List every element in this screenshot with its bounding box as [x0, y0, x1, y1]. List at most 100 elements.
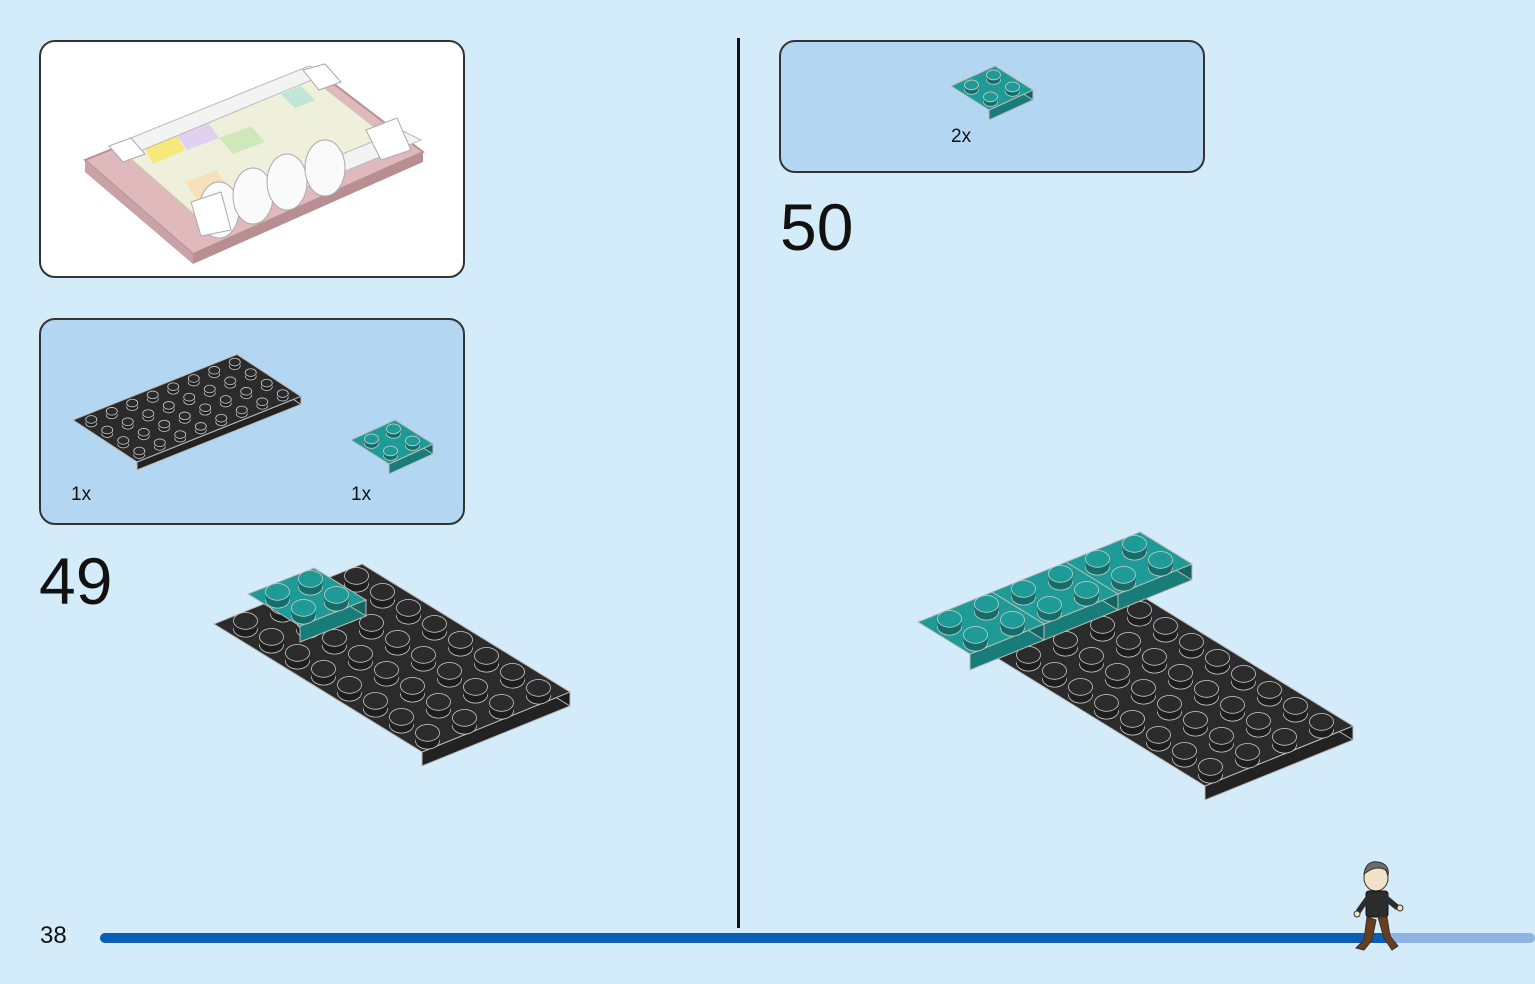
stud — [452, 709, 477, 735]
stud — [101, 425, 114, 438]
stud — [228, 357, 241, 370]
stud — [1257, 681, 1282, 707]
black-plate-part — [71, 353, 303, 471]
part-quantity-black-plate: 1x — [71, 484, 92, 505]
stud — [235, 405, 248, 418]
stud — [1209, 727, 1234, 753]
stud — [422, 615, 447, 641]
step-number-50: 50 — [780, 190, 854, 264]
stud — [364, 433, 379, 449]
page-divider — [737, 38, 740, 928]
stud — [1283, 697, 1308, 723]
stud — [1146, 726, 1171, 752]
stud — [437, 662, 462, 688]
stud — [324, 586, 349, 612]
stud — [1246, 712, 1271, 738]
stud — [215, 413, 228, 427]
stud — [348, 645, 373, 671]
stud — [1068, 678, 1093, 704]
stud — [1172, 742, 1197, 768]
stud — [121, 417, 134, 430]
stud — [194, 422, 207, 435]
stud — [219, 395, 232, 408]
black-plate-4x8-image — [71, 353, 303, 471]
stud — [146, 390, 159, 403]
teal-plate-2x2 — [246, 567, 368, 643]
stud — [415, 724, 440, 750]
part-quantity-teal-plate: 1x — [351, 484, 372, 505]
part-quantity-teal-plate: 2x — [951, 126, 972, 147]
page-number: 38 — [40, 922, 67, 949]
stud — [500, 663, 525, 689]
stud — [1272, 728, 1297, 754]
stud — [199, 403, 212, 416]
stud — [1048, 565, 1073, 591]
stud — [1183, 711, 1208, 737]
stud — [126, 398, 139, 411]
stud — [1205, 649, 1230, 675]
stud — [386, 423, 401, 439]
stud — [183, 392, 196, 406]
stud — [1179, 633, 1204, 659]
stud — [322, 629, 347, 655]
stud — [405, 435, 420, 451]
stud — [162, 401, 175, 414]
progress-fill — [100, 933, 1392, 943]
stud — [411, 646, 436, 672]
parts-callout-step-49: 1x 1x — [39, 318, 465, 525]
stud — [85, 415, 98, 428]
stud — [298, 570, 323, 596]
stud — [178, 411, 191, 424]
stud — [276, 389, 289, 402]
stud — [974, 595, 999, 621]
stud — [1153, 617, 1178, 643]
stud — [1042, 662, 1067, 688]
stud — [1148, 551, 1173, 577]
stud — [174, 430, 187, 443]
stud — [137, 428, 150, 441]
stud — [1120, 710, 1145, 736]
stud — [1142, 648, 1167, 674]
teal-plate-2x2 — [916, 591, 1046, 671]
teal-plate-2x2 — [1064, 531, 1194, 611]
stud — [142, 409, 155, 422]
stud — [105, 407, 118, 420]
teal-plate-2x2-image — [949, 65, 1035, 121]
stud — [1085, 550, 1110, 576]
stud — [233, 612, 258, 638]
stud — [963, 626, 988, 652]
stud — [240, 387, 253, 400]
stud — [363, 692, 388, 718]
stud — [526, 679, 551, 705]
stud — [1231, 665, 1256, 691]
stud — [208, 366, 221, 379]
stud — [1198, 758, 1223, 784]
stud — [1220, 696, 1245, 722]
stud — [256, 397, 269, 410]
stud — [370, 583, 395, 609]
stud — [1127, 601, 1152, 627]
stud — [1194, 680, 1219, 706]
model-preview-box — [39, 40, 465, 278]
stud — [1309, 713, 1334, 739]
step-number-49: 49 — [39, 544, 113, 618]
stud — [1053, 631, 1078, 657]
stud — [1116, 632, 1141, 658]
teal-plate-part — [349, 419, 435, 475]
minifigure-icon — [1353, 861, 1404, 951]
stud — [1037, 596, 1062, 622]
stud — [448, 631, 473, 657]
stud — [385, 630, 410, 656]
stud — [489, 694, 514, 720]
stud — [374, 661, 399, 687]
stud — [224, 376, 237, 389]
stud — [1005, 81, 1020, 97]
stud — [1235, 743, 1260, 769]
stud — [964, 79, 979, 95]
stud — [1074, 581, 1099, 607]
parts-callout-step-50: 2x — [779, 40, 1205, 173]
stud — [291, 599, 316, 625]
stud — [244, 368, 257, 381]
stud — [986, 69, 1001, 85]
